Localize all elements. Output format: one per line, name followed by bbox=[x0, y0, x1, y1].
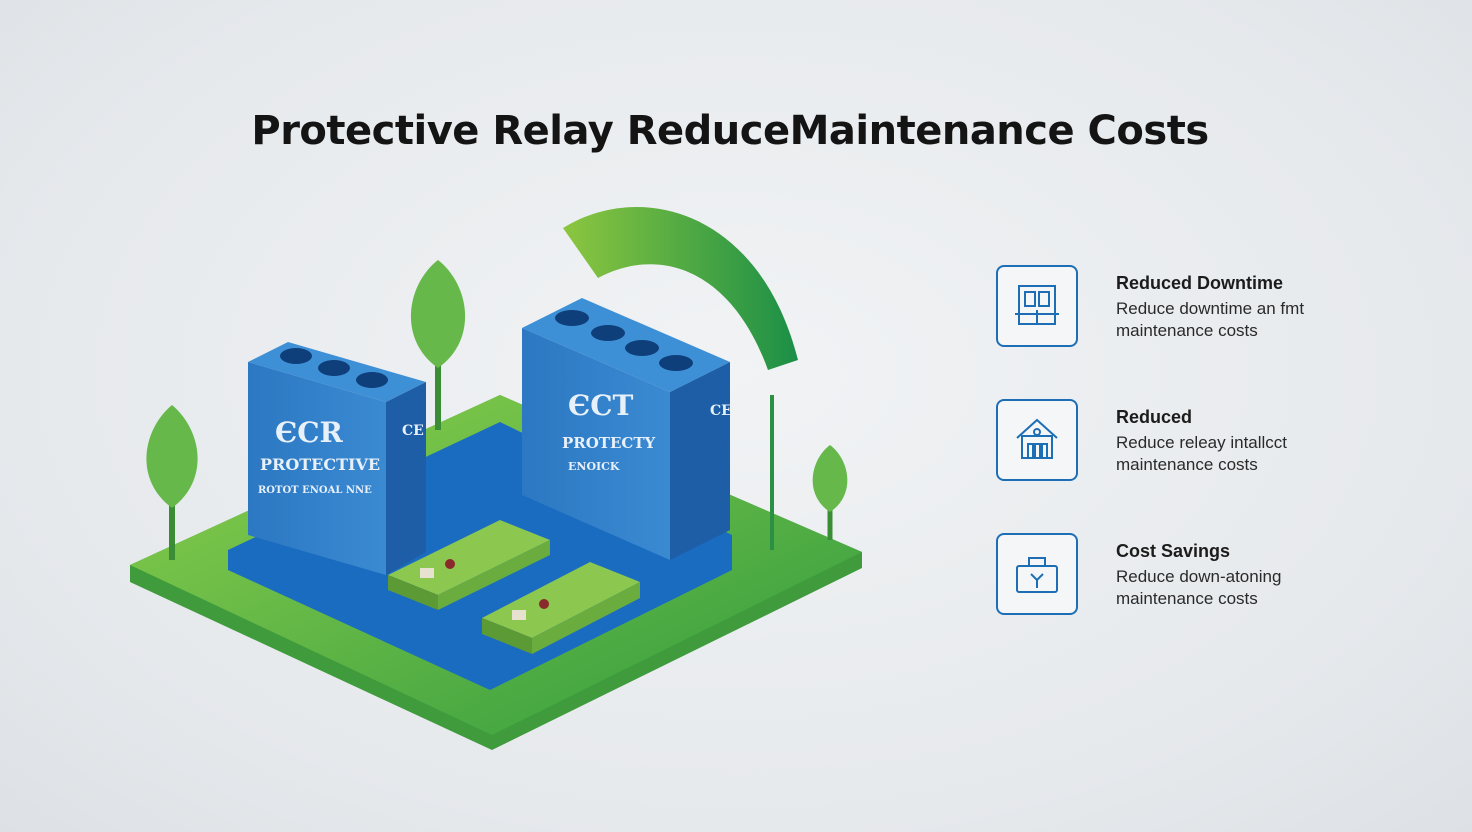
benefit-desc-line: Reduce releay intallcct bbox=[1116, 433, 1288, 452]
toolbox-icon bbox=[996, 533, 1078, 615]
curved-arrow bbox=[563, 206, 798, 370]
building-panel-icon bbox=[996, 265, 1078, 347]
benefit-reduced-downtime: Reduced Downtime Reduce downtime an fmt … bbox=[996, 265, 1436, 351]
relay-1-sublabel: ROTOT ENOAL NNE bbox=[258, 485, 372, 496]
relay-2-ce-mark: CE bbox=[710, 403, 732, 419]
benefit-desc-line: Reduce downtime an fmt bbox=[1116, 299, 1305, 318]
relay-2-label: PROTECTY bbox=[562, 434, 656, 452]
module-1 bbox=[388, 520, 550, 610]
benefit-description: Reduce downtime an fmt maintenance costs bbox=[1116, 298, 1436, 342]
benefit-title: Reduced bbox=[1116, 407, 1193, 427]
relay-1-ce-mark: CE bbox=[402, 423, 424, 439]
relay-illustration: ЄCR PROTECTIVE ROTOT ENOAL NNE CE ЄCT PR… bbox=[130, 206, 862, 750]
tree-left bbox=[146, 405, 198, 560]
module-2 bbox=[482, 562, 640, 654]
relay-2-sublabel: ENOICK bbox=[568, 460, 620, 473]
page-title: Protective Relay ReduceMaintenance Costs bbox=[251, 108, 1209, 154]
benefit-desc-line: maintenance costs bbox=[1116, 455, 1258, 474]
tree-right bbox=[812, 445, 848, 540]
benefit-cost-savings: Cost Savings Reduce down-atoning mainten… bbox=[996, 533, 1436, 619]
benefit-reduced: Reduced Reduce releay intallcct maintena… bbox=[996, 399, 1436, 485]
benefit-description: Reduce releay intallcct maintenance cost… bbox=[1116, 432, 1436, 476]
benefit-title: Cost Savings bbox=[1116, 541, 1231, 561]
relay-2-logo: ЄCT bbox=[568, 389, 634, 422]
relay-1: ЄCR PROTECTIVE ROTOT ENOAL NNE CE bbox=[248, 342, 426, 575]
benefit-desc-line: Reduce down-atoning bbox=[1116, 567, 1282, 586]
relay-1-logo: ЄCR bbox=[275, 416, 344, 449]
relay-2: ЄCT PROTECTY ENOICK CE bbox=[522, 298, 732, 560]
benefit-title: Reduced Downtime bbox=[1116, 273, 1284, 293]
house-icon bbox=[996, 399, 1078, 481]
benefit-desc-line: maintenance costs bbox=[1116, 589, 1258, 608]
benefit-description: Reduce down-atoning maintenance costs bbox=[1116, 566, 1436, 610]
relay-1-label: PROTECTIVE bbox=[260, 455, 380, 474]
benefit-desc-line: maintenance costs bbox=[1116, 321, 1258, 340]
tree-center bbox=[410, 260, 466, 430]
